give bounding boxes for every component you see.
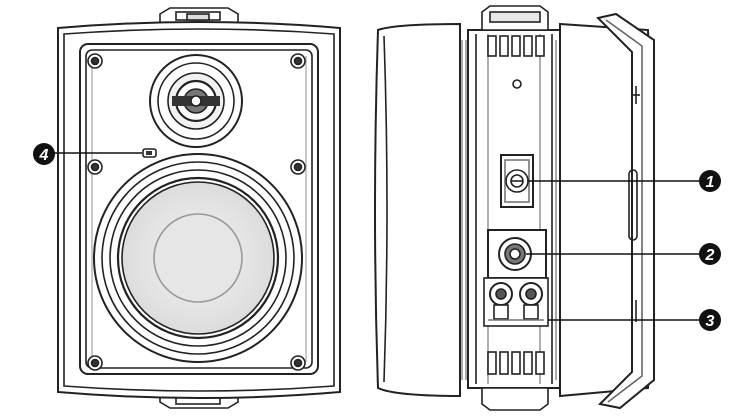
callout-2-number: 2: [705, 247, 715, 264]
callout-2: 2: [526, 243, 721, 265]
tweeter: [149, 54, 243, 148]
front-indicator: [142, 148, 157, 158]
rear-view: [374, 5, 655, 411]
rear-binding-posts: [483, 277, 549, 327]
rear-top-bracket: [481, 5, 549, 57]
rear-mounting-arm: [596, 12, 655, 410]
front-view: [57, 7, 341, 409]
callout-3: 3: [548, 309, 721, 331]
front-screws: [87, 53, 306, 371]
rear-cabinet: [374, 22, 461, 398]
callout-4-number: 4: [39, 147, 49, 164]
rear-mount-hole: [512, 79, 522, 89]
woofer: [93, 153, 303, 363]
callout-3-number: 3: [706, 313, 715, 330]
rear-center-plate: [467, 29, 561, 389]
callout-4: 4: [33, 143, 142, 165]
callout-1-number: 1: [706, 174, 715, 191]
rear-bottom-bracket: [481, 351, 549, 411]
callout-1: 1: [528, 170, 721, 192]
